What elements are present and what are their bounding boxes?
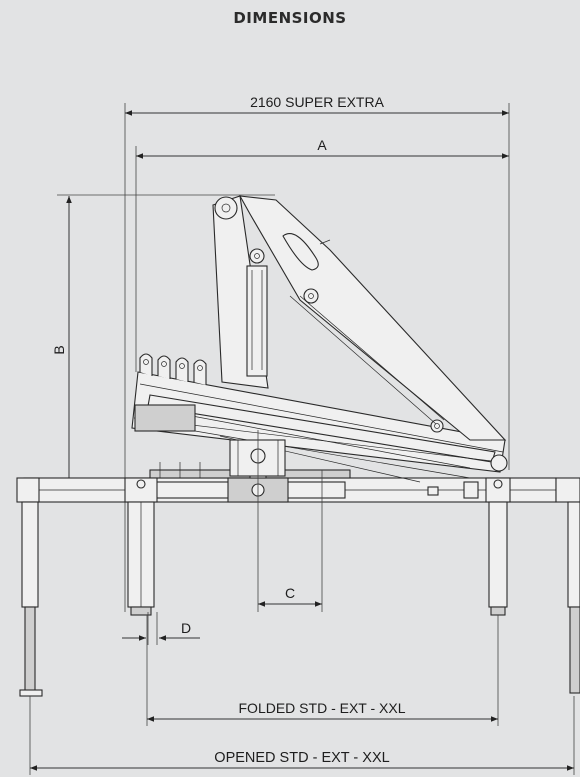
right-inner-stabilizer-leg	[485, 477, 511, 616]
left-outer-stabilizer-leg	[16, 477, 43, 697]
dimension-a: A	[135, 137, 509, 372]
dimension-d-label: D	[181, 620, 191, 636]
dimension-b-label: B	[51, 345, 67, 354]
left-inner-stabilizer-leg	[124, 477, 158, 616]
folded-label: FOLDED STD - EXT - XXL	[239, 700, 406, 716]
right-outer-stabilizer-leg	[555, 477, 580, 694]
dimension-c-label: C	[285, 585, 295, 601]
crane-column	[212, 195, 507, 441]
dimension-c: C	[257, 430, 323, 612]
dimension-opened: OPENED STD - EXT - XXL	[29, 696, 575, 775]
opened-label: OPENED STD - EXT - XXL	[214, 750, 389, 766]
model-label: 2160 SUPER EXTRA	[250, 94, 384, 110]
section-title: DIMENSIONS	[233, 9, 347, 27]
dimension-folded: FOLDED STD - EXT - XXL	[146, 615, 499, 726]
boom-head-hooks	[134, 353, 207, 432]
dimension-a-label: A	[317, 137, 327, 153]
dimension-d: D	[122, 612, 200, 645]
dimension-overall-width: 2160 SUPER EXTRA	[124, 94, 510, 612]
